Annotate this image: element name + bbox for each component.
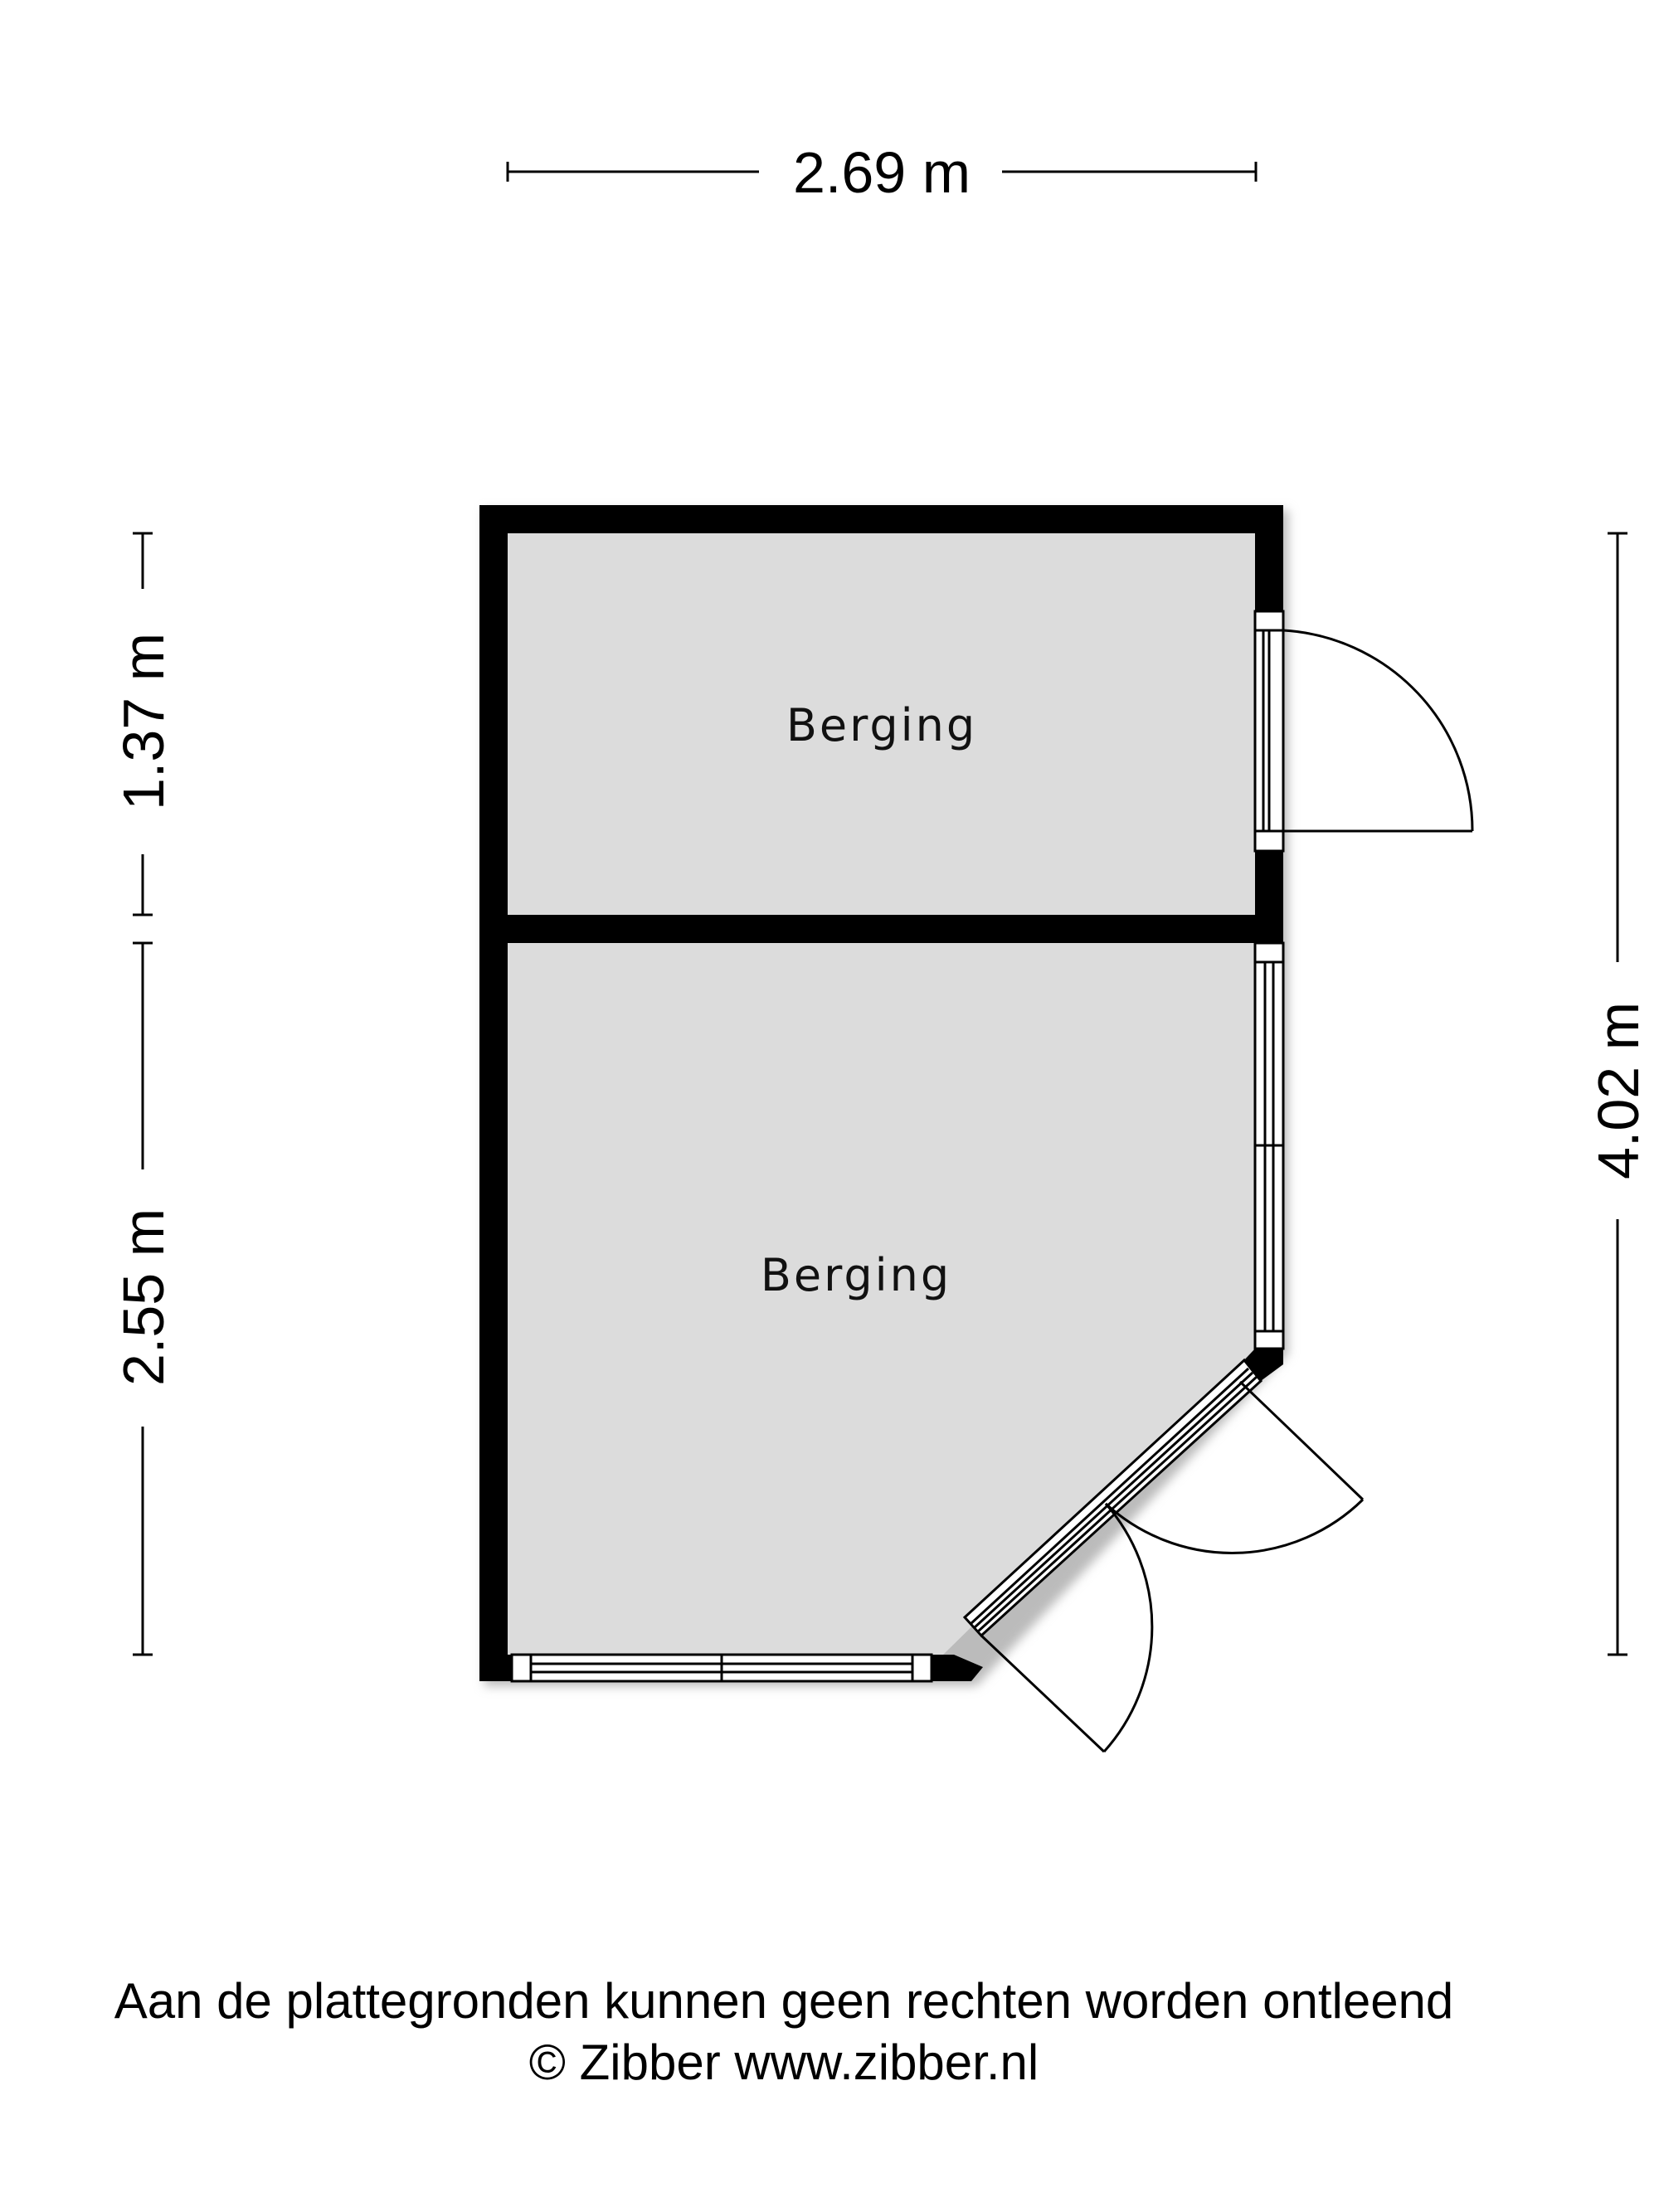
door-upper-frame xyxy=(1253,610,1285,853)
room-upper-floor xyxy=(508,533,1255,915)
room-label-upper: Berging xyxy=(786,699,977,751)
walls xyxy=(479,505,1283,1681)
footer-disclaimer: Aan de plattegronden kunnen geen rechten… xyxy=(114,1973,1454,2029)
dimension-left-upper-label: 1.37 m xyxy=(111,633,176,810)
dimension-right xyxy=(1608,532,1627,1656)
dimension-left xyxy=(133,532,153,1656)
dimension-top xyxy=(506,162,1258,182)
room-label-lower: Berging xyxy=(761,1249,951,1301)
dimension-top-label: 2.69 m xyxy=(793,140,971,205)
room-lower-floor xyxy=(508,943,1255,1655)
door-upper-swing xyxy=(1282,629,1474,833)
window-right xyxy=(1253,941,1285,1350)
footer-copyright: © Zibber www.zibber.nl xyxy=(528,2035,1039,2090)
door-diagonal-swing xyxy=(980,1380,1365,1753)
window-bottom xyxy=(510,1653,933,1683)
dimension-right-label: 4.02 m xyxy=(1586,1002,1651,1179)
dimension-left-lower-label: 2.55 m xyxy=(111,1208,176,1386)
